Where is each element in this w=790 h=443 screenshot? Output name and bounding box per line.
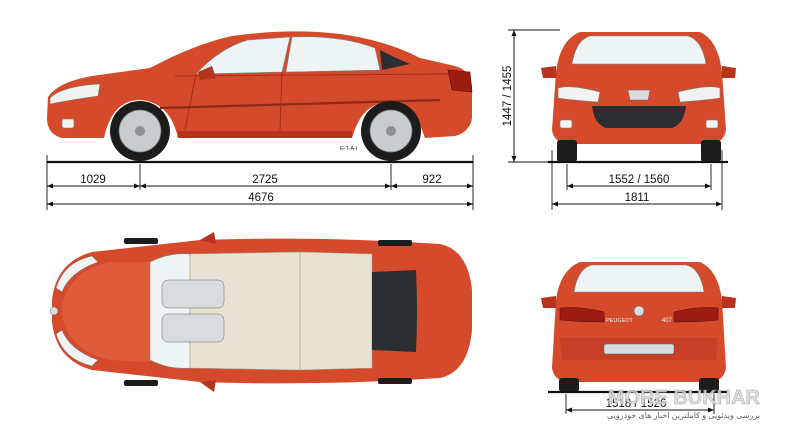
- front-track-label: 1552 / 1560: [609, 174, 670, 186]
- rear-badge: PEUGEOT: [606, 318, 634, 324]
- rear-dimensions: 1518 / 1526: [565, 394, 715, 414]
- side-dimensions: 1029 2725 922 4676: [46, 155, 474, 210]
- height-dimension: 1447 / 1455: [502, 29, 560, 163]
- rear-model-badge: 407: [662, 318, 673, 324]
- rear-track-label: 1518 / 1526: [606, 398, 667, 410]
- car-top-view: [49, 232, 472, 392]
- car-rear-view: PEUGEOT 407: [541, 262, 736, 392]
- rear-overhang-label: 922: [422, 174, 441, 186]
- width-label: 1811: [625, 192, 650, 204]
- watermark-brand: MORE BUKHAR: [608, 387, 761, 409]
- length-label: 4676: [248, 192, 274, 204]
- etai-mark: E-T-A-I: [340, 146, 358, 152]
- front-dimensions: 1552 / 1560 1811: [551, 150, 723, 210]
- height-label: 1447 / 1455: [502, 66, 514, 127]
- car-side-view: E-T-A-I: [47, 31, 473, 161]
- car-front-view: [541, 32, 736, 162]
- front-overhang-label: 1029: [80, 174, 106, 186]
- watermark: MORE BUKHAR بررسی ویدئویی و کاملترین اخب…: [607, 387, 761, 420]
- wheelbase-label: 2725: [252, 174, 278, 186]
- watermark-subtitle: بررسی ویدئویی و کاملترین اخبار های خودرو…: [607, 411, 760, 420]
